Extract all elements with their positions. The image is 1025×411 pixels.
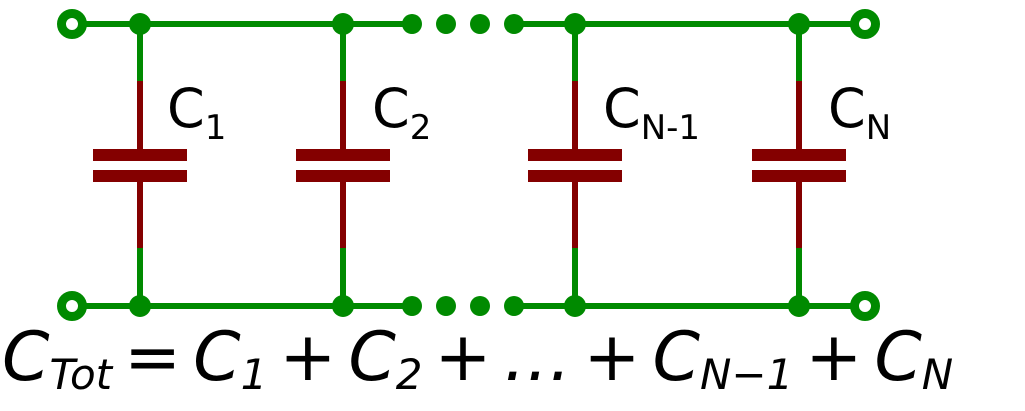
formula-term: C1 [193, 318, 267, 397]
junction-dot [129, 295, 151, 317]
plus-sign: + [279, 318, 336, 397]
continuation-dot-icon [470, 14, 490, 34]
label-subscript: 1 [204, 108, 227, 148]
plus-sign: + [805, 318, 862, 397]
terminal-top-right-icon [850, 9, 880, 39]
wire-stub [137, 24, 143, 81]
capacitor-plate-top [752, 149, 846, 161]
label-main: C [372, 77, 410, 140]
formula-term: CTot [2, 318, 112, 397]
label-subscript: N [865, 108, 892, 148]
top-rail-wire-right [522, 21, 852, 27]
term-main: C [652, 318, 700, 397]
capacitor-lead [572, 181, 578, 248]
wire-stub [572, 24, 578, 81]
term-main: + [434, 318, 492, 397]
wire-stub [137, 248, 143, 306]
capacitor-plate-top [528, 149, 622, 161]
capacitor-lead [137, 81, 143, 151]
junction-dot [788, 295, 810, 317]
capacitor-lead [796, 81, 802, 151]
wire-stub [796, 24, 802, 81]
plus-sign: + [584, 318, 641, 397]
capacitor-label-c2: C2 [372, 82, 432, 148]
capacitor-plate-bottom [752, 170, 846, 182]
formula-term: CN−1 [653, 318, 794, 397]
label-subscript: 2 [409, 108, 432, 148]
capacitor-label-cn: CN [828, 82, 892, 148]
wire-stub [572, 248, 578, 306]
terminal-bottom-left-icon [57, 291, 87, 321]
equals-sign: = [124, 318, 181, 397]
capacitor-lead [572, 81, 578, 151]
junction-dot [564, 295, 586, 317]
capacitor-plate-top [296, 149, 390, 161]
terminal-bottom-right-icon [850, 291, 880, 321]
capacitor-plate-bottom [296, 170, 390, 182]
plus-sign: + [435, 318, 492, 397]
term-subscript: N [921, 350, 954, 399]
continuation-dot-icon [436, 296, 456, 316]
total-capacitance-formula: CTot=C1+C2+…+CN−1+CN [2, 324, 953, 396]
term-main: + [805, 318, 863, 397]
formula-term: CN [874, 318, 953, 397]
term-main: C [348, 318, 396, 397]
junction-dot [332, 295, 354, 317]
bottom-rail-wire-left [86, 303, 404, 309]
capacitor-lead [796, 181, 802, 248]
term-main: = [124, 318, 182, 397]
term-main: + [583, 318, 641, 397]
capacitor-plate-top [93, 149, 187, 161]
bottom-rail-wire-right [522, 303, 852, 309]
label-main: C [167, 77, 205, 140]
wire-stub [796, 248, 802, 306]
term-main: + [279, 318, 337, 397]
term-subscript: 1 [240, 350, 268, 399]
term-subscript: Tot [49, 350, 113, 399]
terminal-top-left-icon [57, 9, 87, 39]
wire-stub [340, 24, 346, 81]
term-main: C [193, 318, 241, 397]
capacitor-label-c1: C1 [167, 82, 227, 148]
wire-stub [340, 248, 346, 306]
capacitor-label-cn-1: CN-1 [603, 82, 701, 148]
capacitor-lead [340, 181, 346, 248]
continuation-dot-icon [504, 296, 524, 316]
continuation-dot-icon [436, 14, 456, 34]
label-main: C [828, 77, 866, 140]
term-subscript: 2 [395, 350, 423, 399]
term-subscript: N−1 [699, 350, 794, 399]
continuation-dot-icon [402, 14, 422, 34]
continuation-dot-icon [470, 296, 490, 316]
capacitor-plate-bottom [93, 170, 187, 182]
continuation-dot-icon [402, 296, 422, 316]
term-main: C [874, 318, 922, 397]
capacitor-plate-bottom [528, 170, 622, 182]
term-main: C [2, 318, 50, 397]
capacitor-lead [340, 81, 346, 151]
ellipsis: … [504, 318, 572, 397]
formula-term: C2 [348, 318, 422, 397]
term-main: … [503, 318, 572, 397]
capacitor-lead [137, 181, 143, 248]
label-subscript: N-1 [640, 108, 701, 148]
continuation-dot-icon [504, 14, 524, 34]
top-rail-wire-left [86, 21, 404, 27]
label-main: C [603, 77, 641, 140]
